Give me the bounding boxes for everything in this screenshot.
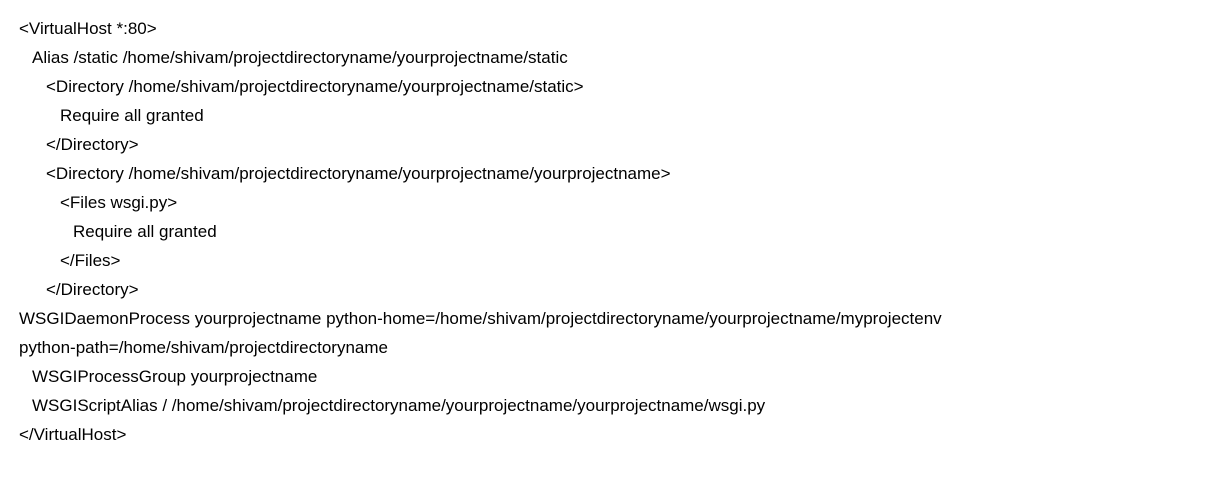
- config-line: </Files>: [60, 251, 121, 270]
- config-line: WSGIDaemonProcess yourprojectname python…: [19, 309, 942, 328]
- config-line: Require all granted: [60, 106, 204, 125]
- config-line: Require all granted: [73, 222, 217, 241]
- config-line: </Directory>: [46, 135, 139, 154]
- apache-virtualhost-config-block: <VirtualHost *:80> Alias /static /home/sh…: [19, 19, 942, 444]
- config-line: Alias /static /home/shivam/projectdirect…: [32, 48, 568, 67]
- config-line: <Files wsgi.py>: [60, 193, 178, 212]
- config-line: WSGIScriptAlias / /home/shivam/projectdi…: [32, 396, 766, 415]
- config-line: </Directory>: [46, 280, 139, 299]
- config-line: <Directory /home/shivam/projectdirectory…: [46, 77, 584, 96]
- config-line: <Directory /home/shivam/projectdirectory…: [46, 164, 671, 183]
- config-line: <VirtualHost *:80>: [19, 19, 157, 38]
- config-line: python-path=/home/shivam/projectdirector…: [19, 338, 388, 357]
- config-line: WSGIProcessGroup yourprojectname: [32, 367, 318, 386]
- config-line: </VirtualHost>: [19, 425, 127, 444]
